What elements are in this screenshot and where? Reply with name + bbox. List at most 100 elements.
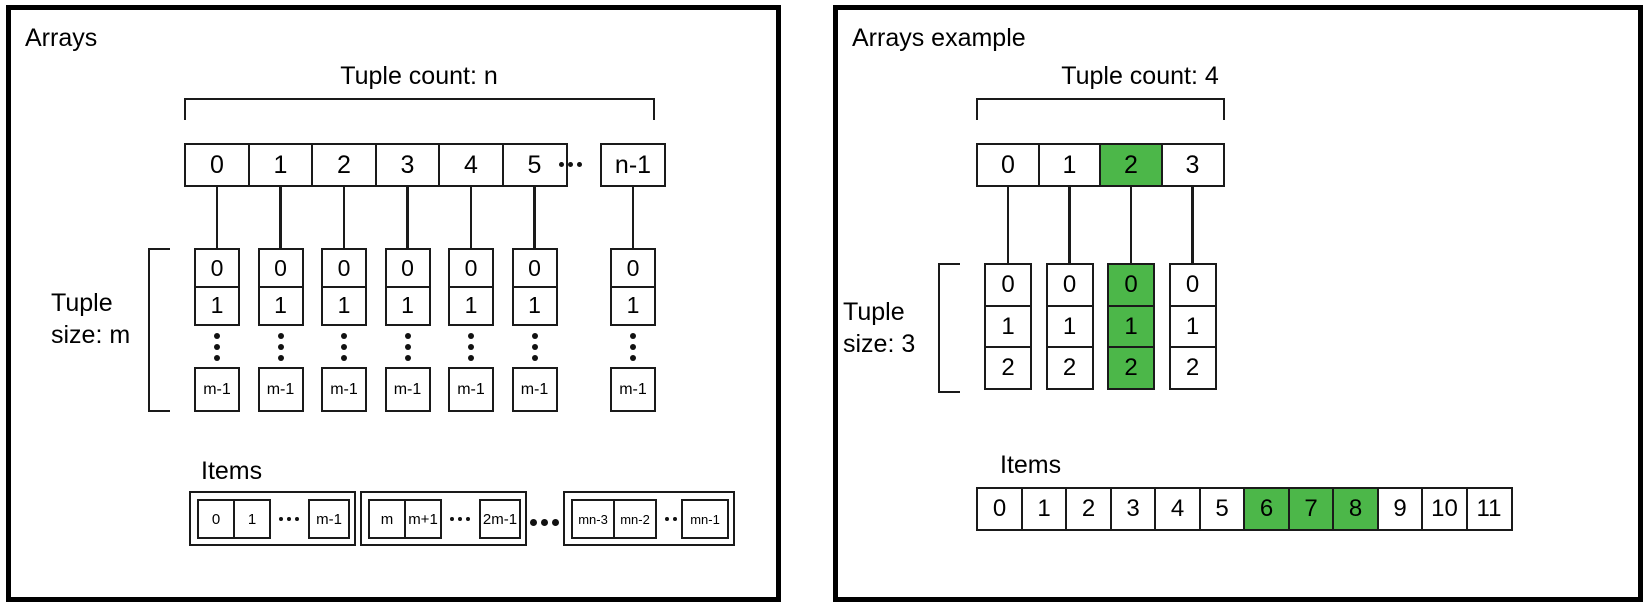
left-tuple-col-last-cell-last: m-1 [610,367,656,412]
right-index-cell-3: 3 [1160,143,1225,187]
left-index-cell-4: 4 [438,143,504,187]
left-tuple-col-3-cell-last: m-1 [384,367,431,412]
left-items-group-0-ellipsis-icon [279,517,299,521]
left-connector-2 [342,187,346,248]
left-tuple-col-4-vertical-ellipsis-icon [468,333,474,361]
left-items-label: Items [201,457,263,485]
right-items-cell-11: 11 [1465,487,1513,531]
right-tuple-size-bracket [938,263,960,393]
right-items-cell-3: 3 [1109,487,1157,531]
right-index-cell-2: 2 [1099,143,1163,187]
right-items-cell-1: 1 [1020,487,1068,531]
left-tuple-col-0-vertical-ellipsis-icon [214,333,220,361]
left-tuple-col-last-cell-1: 1 [610,285,656,326]
left-items-group-1-ellipsis-icon [450,517,470,521]
right-tuple-size-label-line1: Tuple [843,298,905,326]
left-tuple-col-2-vertical-ellipsis-icon [341,333,347,361]
left-items-group-2-cell-second: mn-2 [613,499,657,539]
left-tuple-col-last-vertical-ellipsis-icon [630,333,636,361]
left-tuple-col-2-cell-last: m-1 [321,367,367,412]
panel-arrays-title: Arrays [25,24,98,52]
left-tuple-col-1-cell-1: 1 [257,285,304,326]
right-items-cell-2: 2 [1065,487,1112,531]
right-tuple-size-label-line2: size: 3 [843,330,916,358]
left-tuple-col-0-cell-last: m-1 [194,367,240,412]
right-tuple-col-1-cell-0: 0 [1045,263,1094,307]
left-connector-1 [279,187,282,248]
left-index-cell-2: 2 [311,143,377,187]
left-items-groups-ellipsis-icon [530,519,559,526]
left-tuple-col-3-vertical-ellipsis-icon [404,333,411,361]
left-tuple-col-5-cell-last: m-1 [511,367,558,412]
right-tuple-col-0-cell-2: 2 [984,346,1032,390]
right-tuple-count-bracket [976,98,1225,120]
right-items-cell-9: 9 [1376,487,1424,531]
left-tuple-col-1-vertical-ellipsis-icon [277,333,284,361]
right-index-cell-0: 0 [976,143,1040,187]
right-connector-1 [1068,187,1071,263]
left-items-group-0-cell-second: 1 [233,499,271,539]
left-tuple-size-label-line2: size: m [51,321,131,349]
left-items-group-2-cell-last: mn-1 [681,499,729,539]
left-tuple-size-bracket [148,248,170,412]
right-items-cell-0: 0 [976,487,1023,531]
right-connector-0 [1006,187,1010,263]
right-items-cell-10: 10 [1421,487,1468,531]
left-connector-3 [406,187,409,248]
right-tuple-col-0-cell-1: 1 [984,304,1032,349]
right-tuple-col-0-cell-0: 0 [984,263,1032,307]
left-items-group-0-cell-first: 0 [197,499,235,539]
left-tuple-col-4-cell-last: m-1 [448,367,494,412]
left-tuple-col-3-cell-1: 1 [384,285,431,326]
left-index-cell-last: n-1 [600,143,666,187]
left-tuple-size-label-line1: Tuple [51,289,113,317]
left-tuple-col-5-cell-1: 1 [511,285,558,326]
left-tuple-col-5-cell-0: 0 [511,248,558,288]
left-tuple-col-0-cell-1: 1 [194,285,240,326]
left-connector-0 [215,187,219,248]
left-index-row-ellipsis-icon [559,162,582,167]
left-connector-4 [469,187,473,248]
right-tuple-col-2-cell-2: 2 [1107,346,1155,390]
right-tuple-col-2-cell-0: 0 [1107,263,1155,307]
left-connector-5 [533,187,536,248]
left-tuple-col-0-cell-0: 0 [194,248,240,288]
left-index-cell-0: 0 [184,143,250,187]
left-tuple-col-2-cell-0: 0 [321,248,367,288]
left-index-cell-1: 1 [247,143,314,187]
right-index-cell-1: 1 [1037,143,1102,187]
right-tuple-col-3-cell-2: 2 [1168,346,1217,390]
left-tuple-col-1-cell-0: 0 [257,248,304,288]
left-items-group-1-cell-second: m+1 [404,499,442,539]
right-tuple-col-3-cell-1: 1 [1168,304,1217,349]
right-items-cell-4: 4 [1154,487,1201,531]
right-tuple-count-label: Tuple count: 4 [1061,62,1219,90]
right-connector-3 [1191,187,1194,263]
left-tuple-count-bracket [184,98,655,120]
right-items-label: Items [1000,451,1062,479]
right-connector-2 [1129,187,1133,263]
left-tuple-col-4-cell-0: 0 [448,248,494,288]
right-tuple-col-2-cell-1: 1 [1107,304,1155,349]
right-items-cell-6: 6 [1243,487,1290,531]
panel-arrays-example-title: Arrays example [852,24,1026,52]
left-tuple-col-5-vertical-ellipsis-icon [531,333,538,361]
left-tuple-col-4-cell-1: 1 [448,285,494,326]
left-index-cell-3: 3 [374,143,441,187]
left-tuple-col-1-cell-last: m-1 [257,367,304,412]
right-items-cell-7: 7 [1287,487,1335,531]
left-items-group-0-cell-last: m-1 [308,499,350,539]
left-connector-last [631,187,635,248]
left-items-group-2-cell-first: mn-3 [571,499,615,539]
right-tuple-col-1-cell-2: 2 [1045,346,1094,390]
left-tuple-count-label: Tuple count: n [340,62,498,90]
left-index-cell-5: 5 [501,143,568,187]
right-tuple-col-3-cell-0: 0 [1168,263,1217,307]
right-items-cell-8: 8 [1332,487,1379,531]
left-tuple-col-last-cell-0: 0 [610,248,656,288]
left-items-group-1-cell-first: m [368,499,406,539]
left-items-group-1-cell-last: 2m-1 [479,499,521,539]
